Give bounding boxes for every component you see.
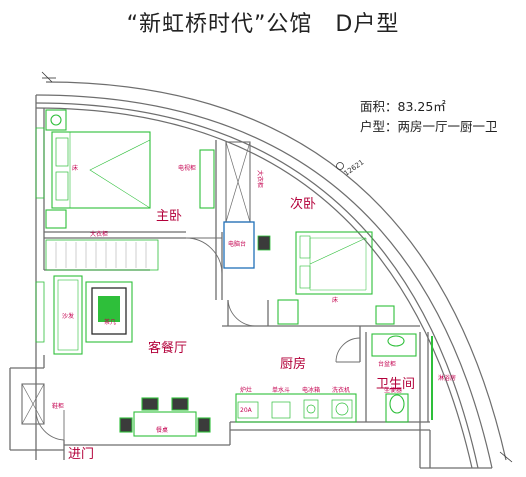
dining-table-label: 餐桌 bbox=[156, 426, 168, 434]
curved-exterior-wall bbox=[35, 81, 507, 469]
area-value: 83.25㎡ bbox=[397, 99, 446, 114]
area-label: 面积： bbox=[360, 99, 398, 114]
layout-value: 两房一厅一厨一卫 bbox=[397, 119, 498, 134]
fridge-label: 电冰箱 bbox=[302, 386, 320, 394]
second-bedroom-label: 次卧 bbox=[290, 196, 316, 212]
coffee-table-label: 茶几 bbox=[104, 318, 116, 326]
bed-second-label: 床 bbox=[332, 296, 338, 304]
shoe-cabinet-label: 鞋柜 bbox=[52, 402, 64, 410]
tv-cabinet-label: 电视柜 bbox=[178, 164, 196, 172]
desk-label: 电脑台 bbox=[228, 240, 246, 248]
toilet-label: 坐便器 bbox=[384, 386, 402, 394]
layout-line: 户型：两房一厅一厨一卫 bbox=[360, 116, 498, 135]
sink-label: 单水斗 bbox=[272, 386, 290, 394]
bed-master-label: 床 bbox=[72, 164, 78, 172]
layout-label: 户型： bbox=[360, 119, 398, 134]
sofa-label: 沙发 bbox=[62, 312, 74, 320]
plan-title: “新虹桥时代”公馆 D户型 bbox=[126, 12, 400, 37]
entrance-label: 进门 bbox=[68, 447, 94, 462]
stove-label: 炉灶 bbox=[240, 386, 252, 394]
area-line: 面积：83.25㎡ bbox=[360, 96, 446, 115]
kitchen-counter-label: 20A bbox=[240, 407, 253, 414]
wardrobe-second-label: 大衣柜 bbox=[256, 170, 264, 188]
washer-label: 洗衣机 bbox=[332, 386, 350, 394]
desk-unit bbox=[223, 221, 271, 269]
furniture bbox=[21, 109, 433, 437]
master-bedroom-label: 主卧 bbox=[156, 209, 182, 224]
vanity-label: 台盆柜 bbox=[378, 360, 396, 368]
wardrobe-master-label: 大衣柜 bbox=[90, 230, 108, 238]
kitchen-label: 厨房 bbox=[280, 356, 306, 372]
living-dining-label: 客餐厅 bbox=[148, 340, 187, 356]
dimension-label: 12621 bbox=[343, 158, 366, 177]
shower-label: 淋浴房 bbox=[438, 374, 456, 382]
bathroom-label: 卫生间 bbox=[376, 377, 415, 392]
dimension-marks bbox=[41, 71, 513, 463]
door-swings bbox=[35, 237, 361, 441]
